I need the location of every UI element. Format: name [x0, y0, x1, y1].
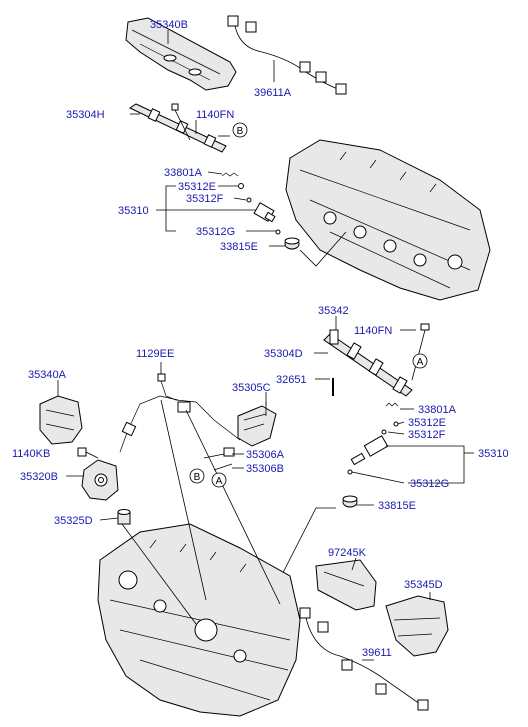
wiring-harness-39611-icon: [299, 607, 429, 711]
ref-circle-b-top: B: [232, 122, 248, 138]
label-35312e-mid: 35312E: [408, 417, 446, 429]
cap-33815e-top-icon: [284, 237, 300, 250]
ref-circle-b-low: B: [189, 468, 205, 484]
label-1140fn-mid: 1140FN: [354, 325, 392, 337]
label-35340b: 35340B: [150, 19, 188, 31]
label-1140fn-top: 1140FN: [196, 109, 234, 121]
label-35304h: 35304H: [66, 109, 105, 121]
label-35320b: 35320B: [20, 471, 58, 483]
svg-text:B: B: [237, 126, 244, 137]
label-35325d: 35325D: [54, 515, 93, 527]
label-33801a-mid: 33801A: [418, 404, 457, 416]
bolt-1140fn-mid-icon: [411, 323, 430, 381]
label-35312g-top: 35312G: [196, 226, 235, 238]
label-39611: 39611: [362, 647, 392, 659]
fuel-rail-35304d-icon: [323, 329, 413, 397]
label-35305c: 35305C: [232, 382, 271, 394]
label-33815e-mid: 33815E: [378, 500, 416, 512]
svg-text:B: B: [194, 472, 201, 483]
label-33815e-top: 33815E: [220, 241, 258, 253]
label-1129ee: 1129EE: [136, 348, 174, 360]
label-33801a-top: 33801A: [164, 167, 203, 179]
clip-35306b-icon: [213, 463, 233, 471]
fuel-pump-35320b-icon: [81, 459, 119, 501]
bracket-35305c-icon: [237, 405, 277, 447]
ref-circle-a-mid: A: [412, 353, 428, 369]
label-35310-mid: 35310: [478, 448, 509, 460]
ref-circle-a-low: A: [211, 472, 227, 488]
cover-35345d-icon: [385, 592, 449, 657]
label-35312g-mid: 35312G: [410, 478, 449, 490]
engine-cover-35340b-icon: [125, 17, 237, 91]
injector-35310-mid-icon: [347, 421, 399, 475]
injector-35310-top-icon: [238, 183, 281, 235]
fuel-pipe-icon: [119, 380, 241, 453]
label-35312e-top: 35312E: [178, 181, 216, 193]
bolt-1129ee-icon: [157, 362, 166, 382]
lifter-35325d-icon: [117, 509, 131, 525]
label-35310-top: 35310: [118, 205, 149, 217]
spring-33801a-top-icon: [221, 172, 239, 177]
label-39611a: 39611A: [254, 87, 292, 99]
label-35340a: 35340A: [28, 369, 67, 381]
label-35304d: 35304D: [264, 348, 303, 360]
spring-33801a-mid-icon: [385, 402, 399, 407]
svg-text:A: A: [216, 476, 223, 487]
lower-leader-lines: [57, 380, 281, 625]
bolt-1140fn-top-icon: [171, 103, 191, 141]
label-97245k: 97245K: [328, 547, 367, 559]
label-35306b: 35306B: [246, 463, 284, 475]
label-35342: 35342: [318, 305, 349, 317]
label-35306a: 35306A: [246, 449, 285, 461]
label-35312f-top: 35312F: [186, 193, 224, 205]
cylinder-head-lower-icon: [97, 523, 301, 717]
label-32651: 32651: [276, 374, 307, 386]
label-35312f-mid: 35312F: [408, 429, 446, 441]
cap-33815e-mid-icon: [342, 495, 358, 508]
wiring-harness-39611a-icon: [227, 15, 347, 95]
bracket-97245k-icon: [315, 557, 377, 611]
bolt-1140kb-icon: [77, 447, 99, 459]
svg-text:A: A: [417, 357, 424, 368]
top-leader-lines: [130, 30, 347, 267]
label-1140kb: 1140KB: [12, 448, 50, 460]
clip-35306a-icon: [203, 447, 235, 459]
cover-35340a-icon: [39, 395, 83, 445]
label-35345d: 35345D: [404, 579, 443, 591]
cylinder-head-top-icon: [285, 139, 491, 301]
